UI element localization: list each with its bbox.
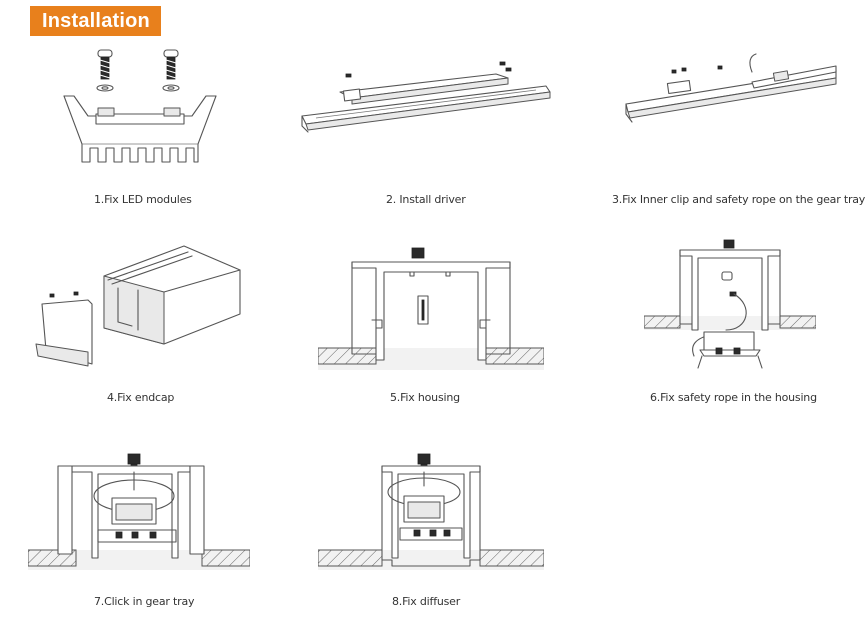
installation-title: Installation: [30, 6, 161, 36]
step-8-illustration: [318, 450, 544, 576]
step-7-illustration: [28, 450, 250, 574]
step-5-illustration: [318, 244, 544, 370]
step-4-illustration: [28, 240, 256, 370]
step-5-caption: 5.Fix housing: [390, 391, 460, 404]
step-3-caption: 3.Fix Inner clip and safety rope on the …: [612, 193, 865, 206]
step-2-caption: 2. Install driver: [386, 193, 466, 206]
step-1-illustration: [60, 44, 220, 184]
step-8-caption: 8.Fix diffuser: [392, 595, 461, 608]
screw-icon: [163, 49, 179, 80]
step-7-caption: 7.Click in gear tray: [94, 595, 195, 608]
step-2-illustration: [296, 56, 556, 136]
step-4-caption: 4.Fix endcap: [107, 391, 175, 404]
step-6-illustration: [644, 236, 816, 372]
step-1-caption: 1.Fix LED modules: [94, 193, 192, 206]
screw-icon: [97, 49, 113, 80]
step-3-illustration: [622, 52, 840, 142]
step-6-caption: 6.Fix safety rope in the housing: [650, 391, 817, 404]
